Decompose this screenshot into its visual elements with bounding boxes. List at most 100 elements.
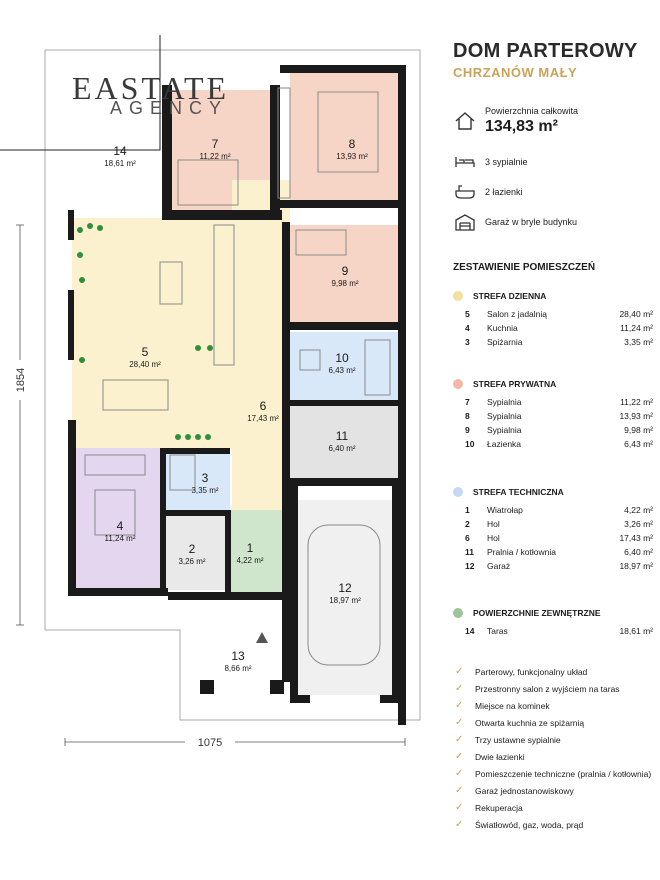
room-area: 3,35 m²	[624, 337, 653, 347]
feature-item: ✓ Dwie łazienki	[453, 751, 653, 763]
feature-text: Garaż jednostanowiskowy	[475, 786, 574, 796]
check-icon: ✓	[455, 666, 464, 677]
room-number: 6	[465, 533, 470, 543]
room-area-6: 17,43 m²	[247, 414, 279, 423]
logo-main-text: EASTATE	[72, 70, 230, 106]
room-number-10: 10	[335, 351, 349, 365]
room-area: 13,93 m²	[619, 411, 653, 421]
check-icon: ✓	[455, 819, 464, 830]
room-area-10: 6,43 m²	[328, 366, 355, 375]
room-name: Wiatrołap	[487, 505, 523, 515]
room-name: Kuchnia	[487, 323, 518, 333]
zone-header: STREFA PRYWATNA	[453, 379, 653, 389]
room-8-fill	[290, 72, 400, 202]
room-number: 12	[465, 561, 475, 571]
room-name: Sypialnia	[487, 397, 522, 407]
area-label: Powierzchnia całkowita	[485, 106, 579, 116]
room-area-7: 11,22 m²	[200, 152, 231, 161]
feature-text: Otwarta kuchnia ze spiżarnią	[475, 718, 585, 728]
feature-text: Dwie łazienki	[475, 752, 525, 762]
room-area: 11,24 m²	[620, 323, 653, 333]
room-name: Spiżarnia	[487, 337, 523, 347]
feature-item: ✓Pomieszczenie techniczne (pralnia / kot…	[453, 768, 653, 780]
room-area-12: 18,97 m²	[329, 596, 361, 605]
room-6-fill	[232, 180, 290, 510]
room-number-6: 6	[260, 399, 267, 413]
room-area: 4,22 m²	[624, 505, 653, 515]
feature-text: Pomieszczenie techniczne (pralnia / kotł…	[475, 769, 652, 779]
room-number-7: 7	[212, 137, 219, 151]
zone-name: STREFA DZIENNA	[473, 291, 547, 301]
zone-color-dot	[453, 379, 463, 389]
room-number-4: 4	[117, 519, 124, 533]
page-title: DOM PARTEROWY	[453, 40, 638, 62]
room-number-13: 13	[231, 649, 245, 663]
feature-text: Rekuperacja	[475, 803, 523, 813]
zone-color-dot	[453, 487, 463, 497]
dim-width: 1075	[198, 737, 222, 749]
stat-area: Powierzchnia całkowita 134,83 m²	[453, 106, 578, 136]
room-number-9: 9	[342, 264, 349, 278]
room-number-1: 1	[247, 541, 254, 555]
room-1-fill	[225, 510, 285, 595]
feature-item: ✓Miejsce na kominek	[453, 700, 653, 712]
room-number: 9	[465, 425, 470, 435]
room-number-3: 3	[202, 471, 209, 485]
zone-header: POWIERZCHNIE ZEWNĘTRZNE	[453, 608, 653, 618]
room-10-fill	[290, 332, 400, 402]
entrance-marker	[256, 632, 268, 643]
check-icon: ✓	[455, 734, 464, 745]
room-number-14: 14	[113, 144, 127, 158]
zone-header: STREFA DZIENNA	[453, 291, 653, 301]
room-area-4: 11,24 m²	[105, 534, 136, 543]
area-value: 134,83 m²	[485, 118, 558, 135]
feature-item: ✓Parterowy, funkcjonalny układ	[453, 666, 653, 678]
room-number: 8	[465, 411, 470, 421]
page-subtitle: CHRZANÓW MAŁY	[453, 65, 578, 80]
room-area-5: 28,40 m²	[129, 360, 161, 369]
logo-sub-text: AGENCY	[110, 98, 229, 118]
room-9-fill	[290, 225, 400, 325]
check-icon: ✓	[455, 785, 464, 796]
dim-height: 1854	[15, 368, 27, 392]
room-area-14: 18,61 m²	[104, 159, 136, 168]
room-11-fill	[290, 405, 400, 480]
room-number: 2	[465, 519, 470, 529]
room-number-8: 8	[349, 137, 356, 151]
room-name: Pralnia / kotłownia	[487, 547, 556, 557]
room-area: 9,98 m²	[624, 425, 653, 435]
room-area-11: 6,40 m²	[328, 444, 355, 453]
feature-item: ✓Rekuperacja	[453, 802, 653, 814]
room-number: 5	[465, 309, 470, 319]
room-area: 18,97 m²	[619, 561, 653, 571]
room-number: 10	[465, 439, 475, 449]
zone-color-dot	[453, 608, 463, 618]
furniture	[84, 87, 391, 666]
bathtub-icon	[453, 182, 477, 202]
room-number: 11	[465, 547, 474, 557]
walls	[68, 65, 406, 725]
check-icon: ✓	[455, 751, 464, 762]
room-area-13: 8,66 m²	[224, 664, 251, 673]
room-area-3: 3,35 m²	[191, 486, 218, 495]
feature-item: ✓Otwarta kuchnia ze spiżarnią	[453, 717, 653, 729]
room-area-8: 13,93 m²	[336, 152, 368, 161]
room-area-9: 9,98 m²	[331, 279, 358, 288]
feature-text: Światłowód, gaz, woda, prąd	[475, 820, 584, 830]
stat-garage: Garaż w bryle budynku	[453, 212, 577, 232]
room-name: Hol	[487, 533, 500, 543]
room-number-2: 2	[189, 542, 196, 556]
room-name: Salon z jadalnią	[487, 309, 548, 319]
